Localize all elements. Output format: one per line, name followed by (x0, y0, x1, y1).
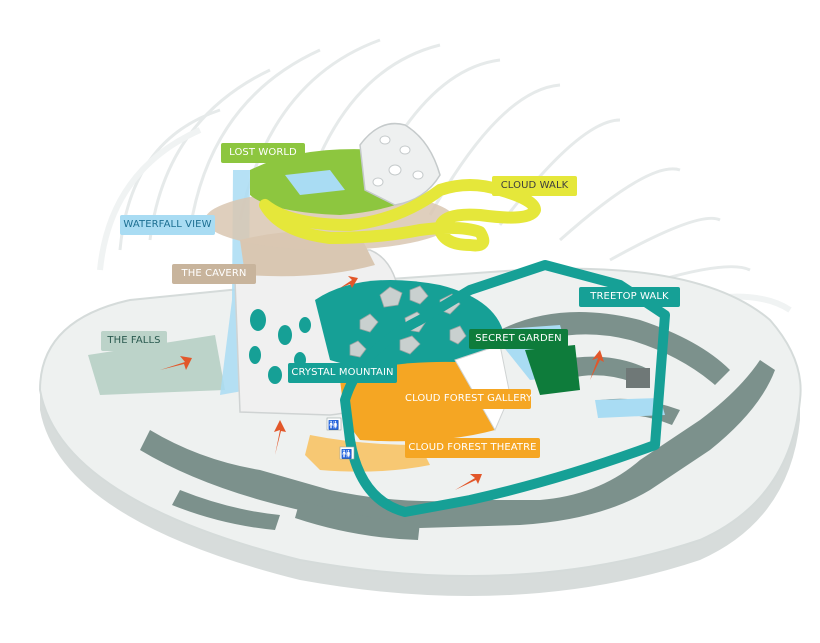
label-treetop-walk[interactable]: TREETOP WALK (579, 287, 680, 307)
label-cloud-forest-theatre[interactable]: CLOUD FOREST THEATRE (405, 438, 540, 458)
label-secret-garden[interactable]: SECRET GARDEN (469, 329, 568, 349)
restroom-icon: 🚻 (339, 446, 355, 460)
lost-world-pond (285, 170, 345, 195)
treetop-walk-path (340, 260, 670, 517)
label-crystal-mountain[interactable]: CRYSTAL MOUNTAIN (288, 363, 397, 383)
label-cloud-forest-gallery[interactable]: CLOUD FOREST GALLERY (405, 389, 532, 409)
crystals (349, 285, 467, 358)
label-the-cavern[interactable]: THE CAVERN (172, 264, 256, 284)
secret-garden-bed (525, 345, 580, 395)
svg-text:🚻: 🚻 (341, 448, 352, 460)
theatre-floor (305, 435, 430, 472)
garden-stream (595, 398, 665, 418)
restroom-icon: 🚻 (326, 417, 342, 431)
label-lost-world[interactable]: LOST WORLD (221, 143, 305, 163)
svg-text:🚻: 🚻 (328, 419, 339, 431)
lattice-holes (372, 135, 424, 187)
base-platform-side (40, 390, 800, 596)
direction-arrows (160, 276, 604, 490)
cloud-walk-path (259, 179, 541, 252)
garden-block (626, 368, 650, 388)
label-waterfall-view[interactable]: WATERFALL VIEW (120, 215, 215, 235)
label-the-falls[interactable]: THE FALLS (101, 331, 167, 351)
label-cloud-walk[interactable]: CLOUD WALK (492, 176, 577, 196)
